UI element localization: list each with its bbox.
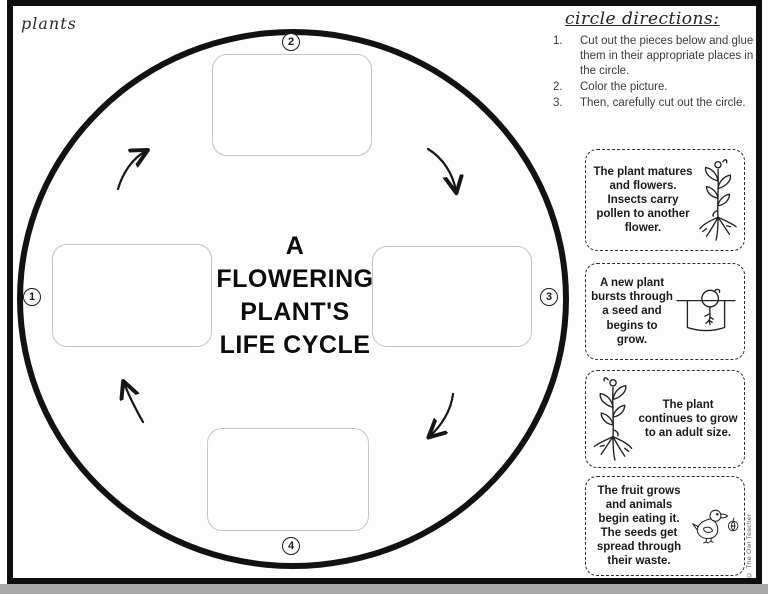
cycle-arrows (116, 147, 756, 578)
direction-number: 2. (553, 80, 563, 93)
direction-text: Then, carefully cut out the circle. (580, 96, 746, 109)
card-text: The plant continues to grow to an adult … (638, 398, 738, 439)
title-line-4: LIFE CYCLE (219, 331, 371, 359)
cycle-arrow-bottom-to-left (124, 383, 145, 424)
cycle-arrow-top-to-right (426, 147, 456, 191)
direction-text: Color the picture. (580, 80, 668, 93)
cutout-card-seed[interactable]: A new plant bursts through a seed and be… (585, 263, 745, 360)
glue-box-top[interactable] (212, 54, 372, 156)
cycle-arrow-left-to-top (116, 151, 146, 191)
cutout-card-fruit[interactable]: The fruit grows and animals begin eating… (585, 476, 745, 576)
direction-text: Cut out the pieces below and glue them i… (580, 35, 754, 77)
position-marker-4: 4 (282, 537, 300, 555)
cycle-arrow-right-to-bottom (430, 392, 455, 436)
position-marker-3: 3 (540, 288, 558, 306)
glue-box-left[interactable] (52, 244, 212, 347)
title-line-2: FLOWERING (216, 265, 374, 293)
card-text: A new plant bursts through a seed and be… (591, 277, 673, 346)
position-marker-1: 1 (23, 288, 41, 306)
direction-item: 3. Then, carefully cut out the circle. (553, 96, 759, 111)
sprouting-seed-icon (676, 288, 736, 331)
glue-box-right[interactable] (372, 246, 532, 347)
card-text: The fruit grows and animals begin eating… (596, 484, 682, 568)
directions-list: 1. Cut out the pieces below and glue the… (553, 34, 759, 112)
worksheet-title: A FLOWERING PLANT'S LIFE CYCLE (190, 230, 400, 362)
title-line-1: A (285, 232, 305, 260)
cutout-card-matures[interactable]: The plant matures and flowers. Insects c… (585, 149, 745, 251)
duck-and-fruit-icon (692, 509, 739, 544)
direction-number: 3. (553, 96, 563, 109)
directions-heading: circle directions: (565, 9, 720, 29)
direction-item: 2. Color the picture. (553, 80, 759, 95)
card-text: The plant matures and flowers. Insects c… (593, 165, 693, 235)
direction-item: 1. Cut out the pieces below and glue the… (553, 34, 759, 79)
scan-edge-strip (0, 584, 768, 594)
position-marker-2: 2 (282, 33, 300, 51)
flowering-plant-icon (699, 159, 737, 241)
title-line-3: PLANT'S (240, 298, 350, 326)
worksheet-page: plants 1 2 3 4 A FLOWERING PLANT'S LIFE … (7, 0, 762, 584)
glue-box-bottom[interactable] (207, 428, 369, 531)
corner-label: plants (21, 14, 77, 33)
cutout-card-grows[interactable]: The plant continues to grow to an adult … (585, 370, 745, 468)
direction-number: 1. (553, 35, 563, 47)
adult-plant-icon (593, 377, 633, 461)
